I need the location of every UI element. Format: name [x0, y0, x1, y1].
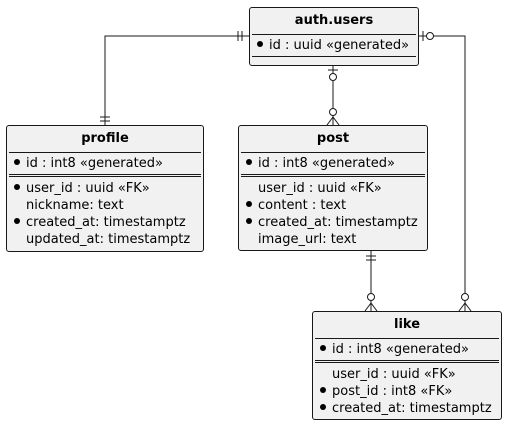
- entity-title: auth.users: [294, 13, 374, 28]
- divider: [252, 34, 416, 35]
- edge-users-post: [326, 66, 340, 126]
- attribute: nickname: text: [26, 198, 124, 213]
- entity-like: like id : int8 «generated» user_id : uui…: [312, 311, 502, 420]
- attribute: content : text: [239, 197, 427, 214]
- divider: [252, 56, 416, 57]
- divider: [9, 152, 201, 153]
- divider: [315, 360, 499, 363]
- divider: [9, 174, 201, 177]
- mandatory-bullet-icon: [320, 404, 326, 410]
- edge-post-like: [364, 251, 378, 312]
- divider: [315, 338, 499, 339]
- mandatory-bullet-icon: [246, 218, 252, 224]
- attribute: image_url: text: [258, 232, 357, 247]
- attribute: post_id : int8 «FK»: [313, 383, 501, 400]
- divider: [241, 152, 425, 153]
- mandatory-bullet-icon: [246, 201, 252, 207]
- pk-attribute: id : uuid «generated»: [250, 37, 418, 54]
- attribute: updated_at: timestamptz: [26, 232, 191, 247]
- attribute: user_id : uuid «FK»: [7, 180, 203, 197]
- mandatory-bullet-icon: [246, 159, 252, 165]
- edge-users-profile: [100, 31, 249, 125]
- mandatory-bullet-icon: [14, 184, 20, 190]
- pk-attribute: id : int8 «generated»: [7, 155, 203, 172]
- entity-title: profile: [81, 131, 129, 146]
- mandatory-bullet-icon: [320, 387, 326, 393]
- entity-profile: profile id : int8 «generated» user_id : …: [6, 125, 204, 252]
- attribute: created_at: timestamptz: [239, 214, 427, 231]
- entity-title: post: [316, 131, 350, 146]
- edge-users-like: [419, 31, 472, 312]
- mandatory-bullet-icon: [320, 345, 326, 351]
- attribute: created_at: timestamptz: [313, 400, 501, 417]
- divider: [241, 174, 425, 177]
- entity-title: like: [393, 317, 421, 332]
- attribute: user_id : uuid «FK»: [332, 367, 456, 382]
- pk-attribute: id : int8 «generated»: [239, 155, 427, 172]
- attribute: created_at: timestamptz: [7, 214, 203, 231]
- mandatory-bullet-icon: [14, 218, 20, 224]
- pk-attribute: id : int8 «generated»: [313, 341, 501, 358]
- mandatory-bullet-icon: [14, 159, 20, 165]
- attribute: user_id : uuid «FK»: [258, 181, 382, 196]
- mandatory-bullet-icon: [257, 41, 263, 47]
- entity-post: post id : int8 «generated» user_id : uui…: [238, 125, 428, 251]
- entity-auth-users: auth.users id : uuid «generated»: [249, 7, 419, 66]
